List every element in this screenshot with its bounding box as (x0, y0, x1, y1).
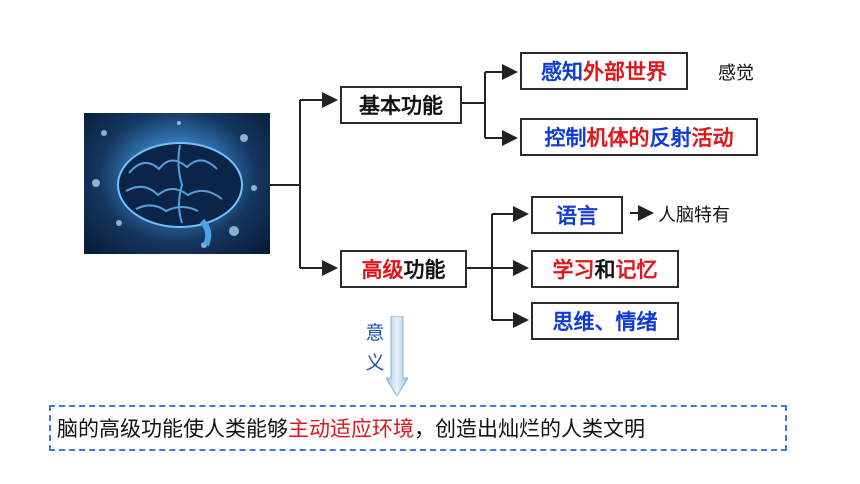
learning-part2: 和 (594, 258, 616, 282)
advanced-function-box: 高级功能 (340, 250, 467, 288)
learning-part1: 学习 (552, 258, 595, 282)
language-label: 语言 (556, 204, 598, 228)
meaning-label: 意 义 (365, 322, 385, 374)
language-box: 语言 (531, 196, 623, 234)
basic-function-label: 基本功能 (359, 94, 443, 118)
brain-illustration (92, 121, 257, 248)
perceive-part1: 感知 (541, 60, 583, 84)
learning-part3: 记忆 (615, 258, 658, 282)
summary-part2: 主动适应环境 (288, 417, 414, 441)
control-part4: 活动 (691, 126, 734, 150)
meaning-down-arrow (386, 316, 408, 396)
advanced-label-part2: 功能 (403, 258, 446, 282)
thinking-label: 思维、情绪 (552, 310, 658, 334)
basic-function-box: 基本功能 (340, 86, 462, 124)
control-part1: 控制 (544, 126, 587, 150)
summary-part1: 脑的高级功能使人类能够 (57, 417, 288, 441)
perceive-world-box: 感知外部世界 (520, 52, 688, 90)
learning-memory-box: 学习和记忆 (531, 250, 679, 288)
advanced-label-part1: 高级 (361, 258, 404, 282)
control-part3: 反射 (649, 126, 692, 150)
summary-box: 脑的高级功能使人类能够主动适应环境，创造出灿烂的人类文明 (49, 405, 787, 451)
perception-note: 感觉 (718, 63, 754, 84)
perceive-part2: 外部世界 (583, 60, 667, 84)
brain-image (84, 113, 270, 254)
summary-part3: ，创造出灿烂的人类文明 (414, 417, 645, 441)
thinking-emotion-box: 思维、情绪 (531, 302, 679, 340)
control-part2: 机体的 (586, 126, 650, 150)
human-specific-note: 人脑特有 (658, 205, 730, 226)
control-reflex-box: 控制机体的反射活动 (520, 118, 758, 156)
